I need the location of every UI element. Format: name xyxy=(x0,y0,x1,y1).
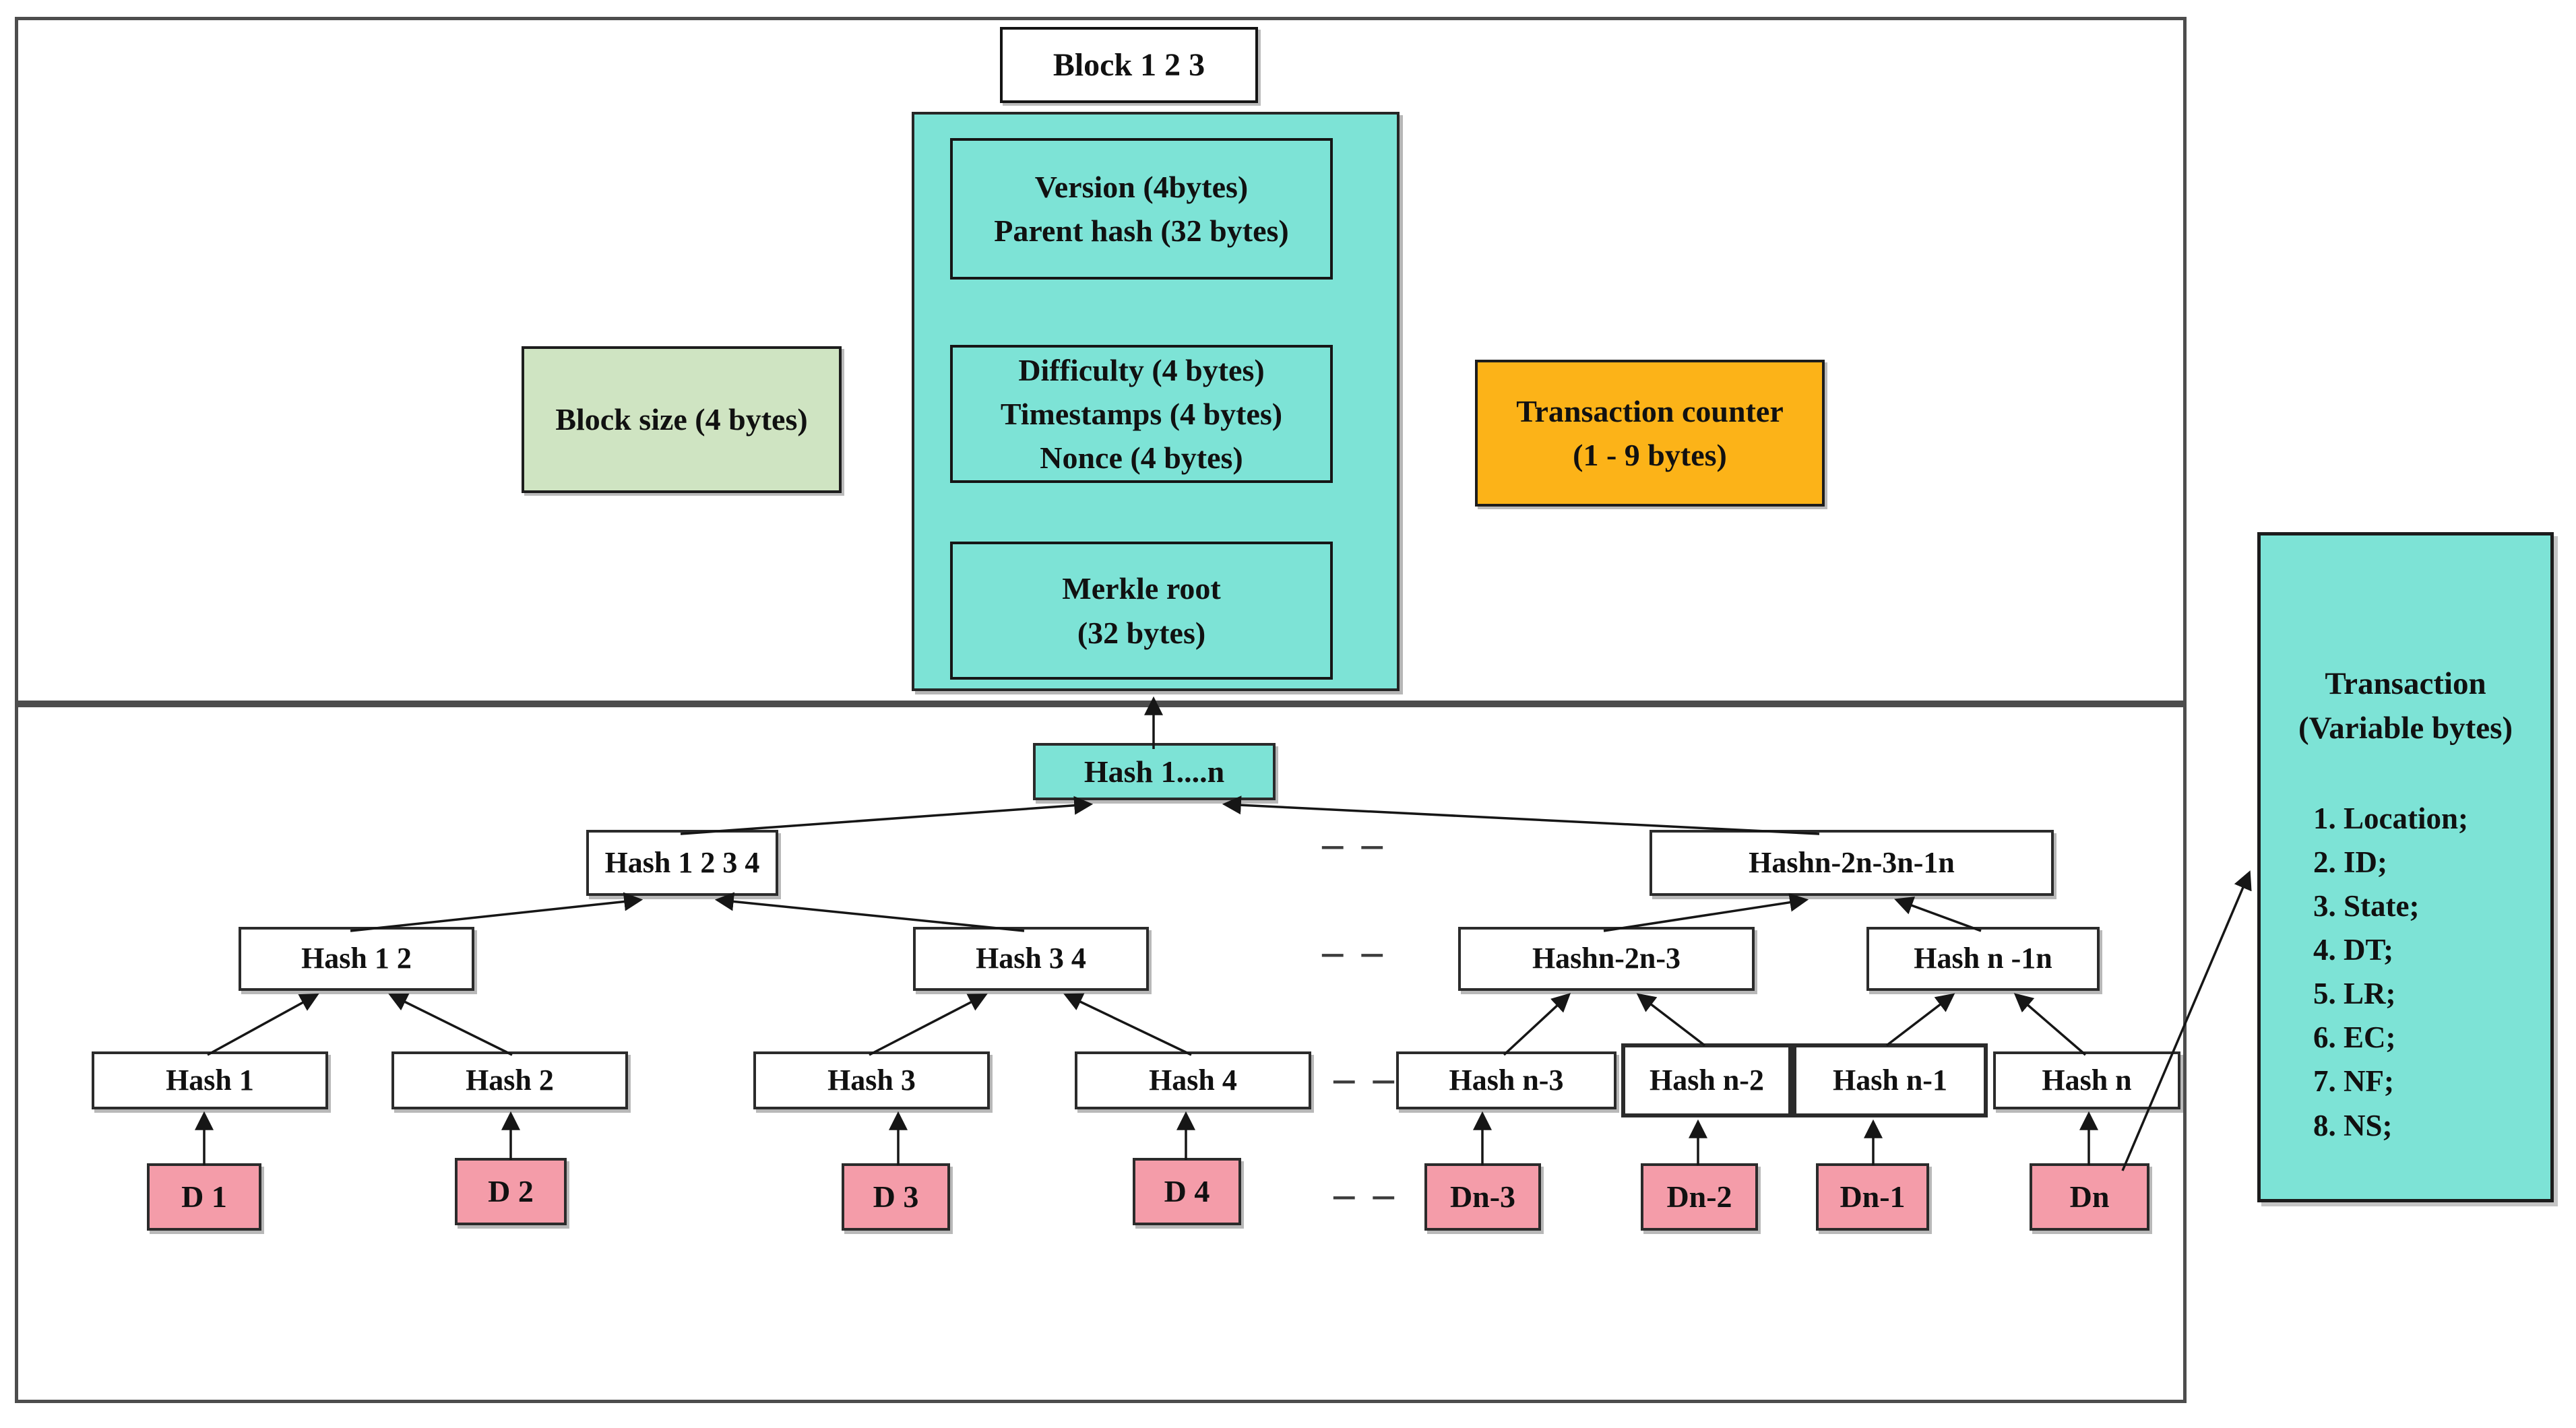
tree-node-label: Hash n-3 xyxy=(1449,1063,1564,1097)
data-block-dn2: Dn-2 xyxy=(1641,1163,1758,1231)
data-block-label: Dn-3 xyxy=(1449,1179,1516,1214)
tree-node-hashn2n3n1n: Hashn-2n-3n-1n xyxy=(1650,830,2054,896)
tree-node-hash4: Hash 4 xyxy=(1075,1051,1311,1109)
tree-node-hash3: Hash 3 xyxy=(753,1051,990,1109)
data-block-label: D 2 xyxy=(488,1174,534,1209)
data-block-d3: D 3 xyxy=(842,1163,950,1231)
ellipsis-dashes: – – xyxy=(1322,1055,1410,1103)
transaction-item: 1. Location; xyxy=(2313,801,2468,835)
tree-node-label: Hash 1 xyxy=(166,1063,254,1097)
header-field-version-parent-hash: Version (4bytes) Parent hash (32 bytes) xyxy=(950,138,1333,280)
transaction-panel-title: Transaction (Variable bytes) xyxy=(2261,662,2550,751)
tree-node-hash2: Hash 2 xyxy=(391,1051,628,1109)
field-line: Version (4bytes) xyxy=(1034,169,1249,204)
transaction-panel-list: 1. Location; 2. ID; 3. State; 4. DT; 5. … xyxy=(2261,800,2550,1145)
ellipsis-text: – – xyxy=(1333,1056,1398,1101)
data-block-d1: D 1 xyxy=(147,1163,261,1231)
field-line: Parent hash (32 bytes) xyxy=(994,214,1289,248)
transaction-item: 2. ID; xyxy=(2313,845,2387,879)
tree-node-label: Hash 1....n xyxy=(1083,754,1225,789)
tree-node-label: Hash 1 2 3 4 xyxy=(604,845,760,879)
field-line: Nonce (4 bytes) xyxy=(1040,441,1243,476)
tree-node-label: Hash n -1n xyxy=(1914,942,2052,975)
transaction-item: 8. NS; xyxy=(2313,1108,2393,1142)
tree-node-hashn: Hash n xyxy=(1993,1051,2180,1109)
data-block-dn: Dn xyxy=(2030,1163,2149,1231)
tree-node-root: Hash 1....n xyxy=(1033,743,1276,800)
tree-node-hashn1: Hash n-1 xyxy=(1792,1043,1988,1117)
tree-node-label: Hashn-2n-3 xyxy=(1532,942,1681,975)
header-field-difficulty-timestamps-nonce: Difficulty (4 bytes) Timestamps (4 bytes… xyxy=(950,345,1333,483)
field-line: Timestamps (4 bytes) xyxy=(1000,396,1283,431)
tree-node-label: Hash 3 4 xyxy=(976,942,1086,975)
transaction-item: 3. State; xyxy=(2313,888,2420,923)
tree-node-hash1: Hash 1 xyxy=(92,1051,328,1109)
tree-node-hashn3: Hash n-3 xyxy=(1396,1051,1616,1109)
tree-node-label: Hash 4 xyxy=(1149,1063,1237,1097)
transaction-counter-box: Transaction counter (1 - 9 bytes) xyxy=(1475,360,1825,507)
ellipsis-text: – – xyxy=(1333,1171,1398,1217)
data-block-d2: D 2 xyxy=(455,1158,567,1225)
data-block-dn1: Dn-1 xyxy=(1816,1163,1929,1231)
block-size-box: Block size (4 bytes) xyxy=(522,346,842,493)
tree-node-label: Hashn-2n-3n-1n xyxy=(1749,845,1955,879)
tree-node-label: Hash 3 xyxy=(827,1063,916,1097)
field-line: Difficulty (4 bytes) xyxy=(1018,352,1265,387)
tree-node-hash12: Hash 1 2 xyxy=(239,927,474,991)
data-block-dn3: Dn-3 xyxy=(1424,1163,1541,1231)
tree-node-label: Hash 1 2 xyxy=(301,942,412,975)
data-block-label: D 3 xyxy=(873,1179,919,1214)
tree-node-hashn1n: Hash n -1n xyxy=(1866,927,2100,991)
data-block-label: Dn-1 xyxy=(1840,1179,1906,1214)
data-block-label: Dn-2 xyxy=(1666,1179,1732,1214)
block-title-label: Block 1 2 3 xyxy=(1053,47,1205,83)
ellipsis-text: – – xyxy=(1322,821,1387,867)
tree-node-hash1234: Hash 1 2 3 4 xyxy=(586,830,778,896)
transaction-counter-line: (1 - 9 bytes) xyxy=(1573,438,1727,472)
field-line: (32 bytes) xyxy=(1077,615,1206,650)
tree-node-hashn2: Hash n-2 xyxy=(1621,1043,1792,1117)
block-size-label: Block size (4 bytes) xyxy=(555,402,808,437)
transaction-item: 6. EC; xyxy=(2313,1020,2396,1055)
transaction-item: 5. LR; xyxy=(2313,977,2396,1011)
ellipsis-dashes: – – xyxy=(1322,1171,1410,1219)
header-field-merkle-root: Merkle root (32 bytes) xyxy=(950,542,1333,680)
transaction-item: 4. DT; xyxy=(2313,933,2394,967)
ellipsis-dashes: – – xyxy=(1311,820,1398,868)
block-title-box: Block 1 2 3 xyxy=(1000,27,1258,103)
tree-node-hashn2n3: Hashn-2n-3 xyxy=(1458,927,1755,991)
tree-node-label: Hash n-1 xyxy=(1833,1063,1947,1097)
tree-node-label: Hash n xyxy=(2042,1063,2132,1097)
transaction-panel-title-line: (Variable bytes) xyxy=(2298,710,2513,746)
data-block-label: D 1 xyxy=(181,1179,227,1214)
transaction-counter-line: Transaction counter xyxy=(1516,393,1784,428)
tree-node-hash34: Hash 3 4 xyxy=(913,927,1149,991)
field-line: Merkle root xyxy=(1062,571,1221,606)
ellipsis-dashes: – – xyxy=(1311,928,1398,976)
data-block-label: D 4 xyxy=(1164,1174,1210,1209)
ellipsis-text: – – xyxy=(1322,929,1387,975)
block-header-section-frame xyxy=(15,17,2187,704)
transaction-item: 7. NF; xyxy=(2313,1064,2394,1099)
tree-node-label: Hash 2 xyxy=(466,1063,554,1097)
transaction-panel-title-line: Transaction xyxy=(2325,666,2486,701)
transaction-panel: Transaction (Variable bytes) 1. Location… xyxy=(2257,532,2554,1202)
data-block-label: Dn xyxy=(2069,1179,2110,1214)
data-block-d4: D 4 xyxy=(1133,1158,1241,1225)
tree-node-label: Hash n-2 xyxy=(1650,1063,1764,1097)
